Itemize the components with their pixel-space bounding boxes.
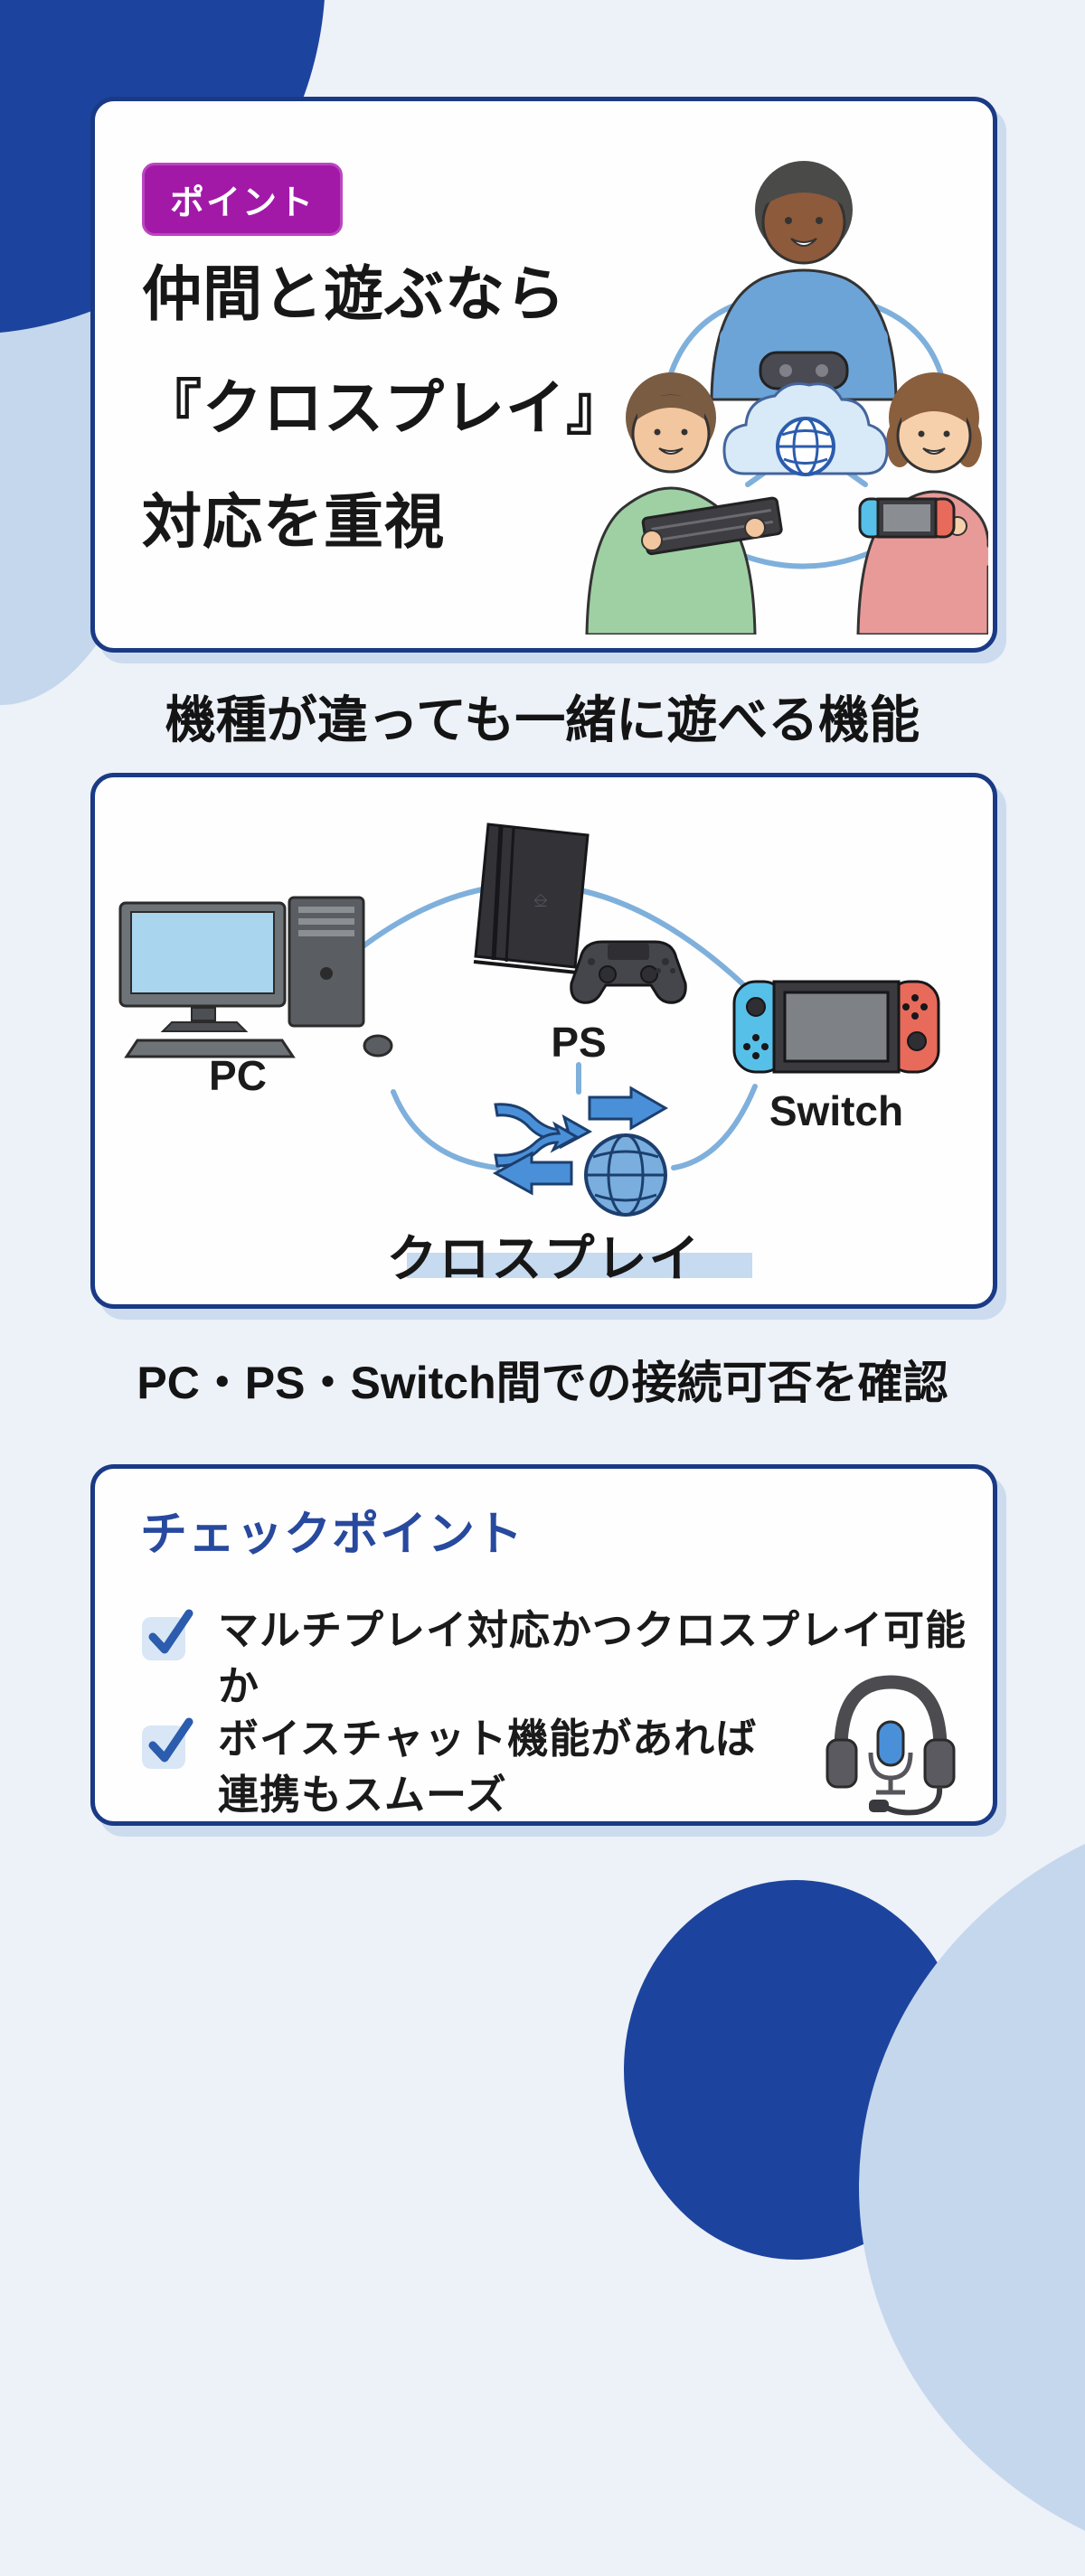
player-keyboard-icon — [585, 372, 783, 635]
checkmark-icon — [142, 1609, 193, 1660]
checkpoint-heading: チェックポイント — [140, 1509, 524, 1561]
checkmark-icon — [142, 1717, 193, 1769]
pc-label: PC — [209, 1052, 267, 1099]
crossplay-center-label-wrap: クロスプレイ — [95, 1218, 993, 1292]
switch-label: Switch — [769, 1087, 904, 1134]
ps-label: PS — [551, 1019, 607, 1066]
microphone-icon — [868, 1720, 913, 1795]
point-title-line-1: 仲間と遊ぶなら — [142, 260, 566, 327]
crossplay-diagram-card: ⎒ — [90, 773, 997, 1309]
crossplay-section-heading: 機種が違っても一緒に遊べる機能 — [165, 691, 920, 748]
checkpoint-item-line-2: 連携もスムーズ — [218, 1772, 507, 1818]
crossplay-label-highlight — [407, 1253, 752, 1278]
headset-mic-icon — [826, 1675, 956, 1816]
checkpoint-item-text: マルチプレイ対応かつクロスプレイ可能か — [218, 1607, 967, 1709]
globe-icon — [776, 417, 835, 476]
switch-icon — [732, 980, 940, 1074]
checkpoint-item: ボイスチャット機能があれば 連携もスムーズ — [140, 1711, 757, 1823]
players-network-illustration — [585, 161, 988, 635]
player-handheld-icon — [856, 372, 988, 635]
crossplay-caption: PC・PS・Switch間での接続可否を確認 — [137, 1358, 948, 1408]
checkpoint-card: チェックポイント マルチプレイ対応かつクロスプレイ可能か ボイスチャット機能があ… — [90, 1464, 997, 1826]
checkpoint-item: マルチプレイ対応かつクロスプレイ可能か — [140, 1603, 993, 1715]
point-title: 仲間と遊ぶなら 『クロスプレイ』 対応を重視 — [142, 237, 627, 578]
point-title-line-3: 対応を重視 — [142, 488, 445, 555]
checkpoint-item-line-1: ボイスチャット機能があれば — [218, 1716, 758, 1762]
cloud-network-icon — [722, 382, 889, 476]
ps-controller-icon — [570, 940, 687, 1004]
crossplay-globe-icon — [584, 1133, 667, 1217]
point-badge: ポイント — [142, 163, 344, 236]
point-title-line-2: 『クロスプレイ』 — [142, 374, 627, 441]
checkpoint-item-text: ボイスチャット機能があれば 連携もスムーズ — [218, 1711, 757, 1823]
player-gamepad-icon — [710, 161, 898, 401]
handheld-console-icon — [858, 497, 956, 539]
crossplay-arrows-globe-icon — [492, 1086, 668, 1217]
point-card: ポイント 仲間と遊ぶなら 『クロスプレイ』 対応を重視 — [90, 97, 997, 653]
playstation-icon: ⎒ — [473, 823, 687, 1004]
crossplay-label: クロスプレイ — [386, 1230, 702, 1287]
svg-text:⎒: ⎒ — [533, 889, 548, 911]
pc-icon — [118, 896, 393, 1058]
